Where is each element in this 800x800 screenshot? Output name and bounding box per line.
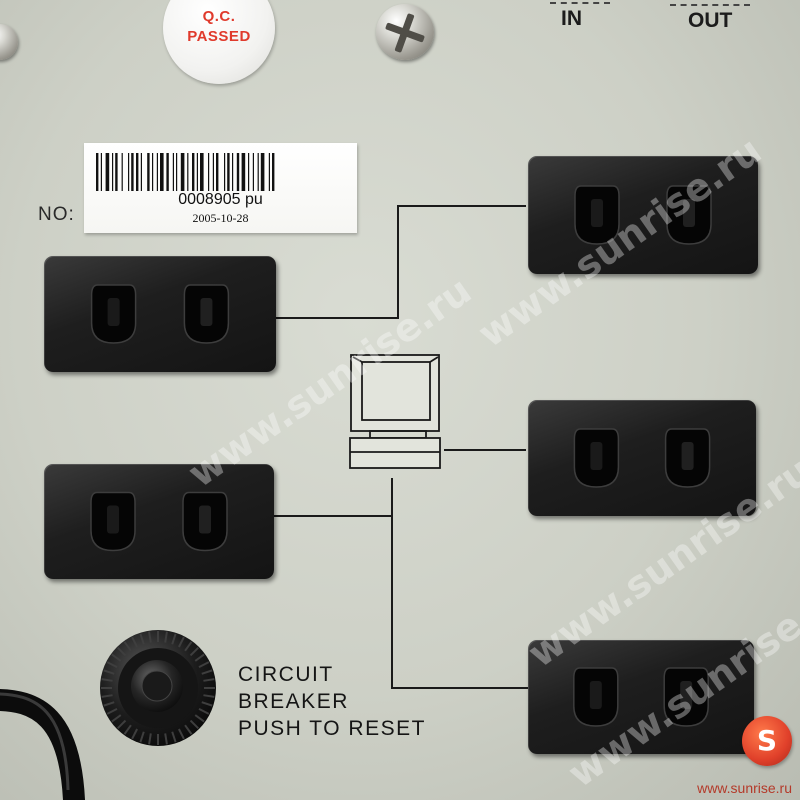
knob-ridge (177, 728, 185, 740)
breaker-label-line1: CIRCUIT (238, 663, 334, 686)
knob-ridge (148, 733, 152, 745)
knob-ridge (139, 633, 145, 645)
port-hint-dots (550, 0, 610, 4)
outlet-icon (574, 185, 712, 245)
outlet-icon (573, 428, 711, 488)
power-outlet[interactable] (528, 400, 756, 516)
power-cord (0, 688, 85, 800)
knob-ridge (131, 636, 139, 648)
knob-ridge (111, 714, 122, 723)
outlet-slot (680, 681, 693, 709)
breaker-label-line3: PUSH TO RESET (238, 717, 426, 740)
knob-ridge (106, 661, 118, 669)
knob-ridge (177, 636, 185, 648)
breaker-label-line2: BREAKER (238, 690, 349, 713)
knob-ridge (184, 724, 193, 735)
serial-date: 2005-10-28 (192, 211, 249, 225)
knob-ridge (101, 678, 113, 682)
knob-ridge (116, 719, 127, 730)
outlet-slot (590, 442, 603, 470)
knob-ridge (203, 694, 215, 698)
knob-ridge (103, 669, 115, 675)
outlet-icon (573, 667, 709, 727)
barcode-icon (96, 153, 275, 191)
power-outlet[interactable] (528, 640, 754, 754)
qc-sticker-line1: Q.C. (202, 8, 236, 25)
knob-ridge (171, 633, 177, 645)
knob-ridge (103, 701, 115, 707)
screw-icon (376, 4, 434, 60)
knob-ridge (139, 731, 145, 743)
computer-icon (349, 354, 441, 469)
outlet-slot (107, 505, 119, 534)
out-port-label: OUT (688, 9, 733, 32)
knob-ridge (189, 719, 200, 730)
screw-icon (0, 24, 18, 60)
knob-ridge (171, 731, 177, 743)
power-outlet[interactable] (44, 464, 274, 579)
knob-ridge (164, 631, 168, 643)
outlet-slot (683, 199, 695, 227)
knob-ridge (203, 678, 215, 682)
in-port-label: IN (561, 7, 582, 30)
knob-ridge (198, 707, 210, 715)
breaker-knob-icon[interactable] (96, 626, 220, 750)
sunrise-logo-icon: S (742, 716, 792, 766)
knob-ridge (164, 733, 168, 745)
knob-ridge (148, 631, 152, 643)
qc-sticker-line2: PASSED (187, 28, 251, 45)
serial-no-label: NO: (38, 204, 75, 225)
knob-ridge (123, 724, 132, 735)
outlet-slot (681, 442, 694, 470)
knob-ridge (201, 669, 213, 675)
knob-ridge (194, 714, 205, 723)
outlet-slot (107, 298, 120, 326)
footer-url: www.sunrise.ru (697, 780, 792, 796)
outlet-slot (589, 681, 602, 709)
knob-ridge (201, 701, 213, 707)
outlet-slot (591, 199, 603, 227)
outlet-slot (200, 298, 213, 326)
outlet-slot (199, 505, 211, 534)
logo-letter: S (756, 724, 778, 757)
knob-ridge (106, 707, 118, 715)
knob-ridge (111, 653, 122, 662)
knob-ridge (101, 694, 113, 698)
power-outlet[interactable] (44, 256, 276, 372)
outlet-icon (90, 491, 228, 552)
power-outlet[interactable] (528, 156, 758, 274)
serial-barcode-label: 0008905 pu 2005-10-28 (84, 143, 357, 233)
serial-number: 0008905 pu (178, 191, 263, 208)
knob-ridge (131, 728, 139, 740)
knob-ridge (116, 646, 127, 657)
knob-ridge (198, 661, 210, 669)
knob-ridge (123, 641, 132, 652)
knob-ridge (194, 653, 205, 662)
port-hint-dots (670, 0, 750, 6)
outlet-icon (90, 284, 230, 344)
knob-ridge (184, 641, 193, 652)
knob-ridge (189, 646, 200, 657)
